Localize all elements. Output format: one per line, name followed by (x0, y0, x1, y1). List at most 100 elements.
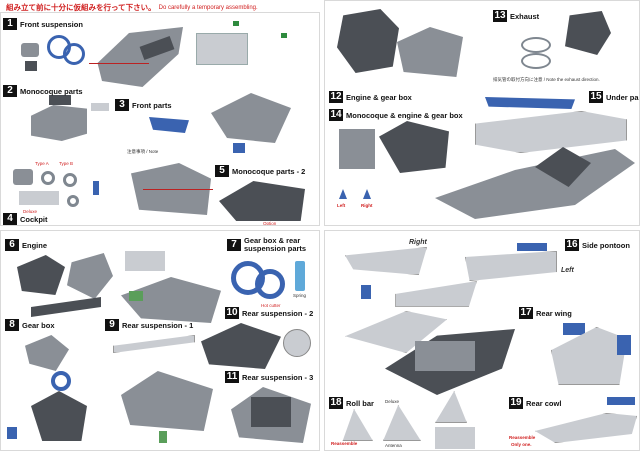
step-number: 19 (509, 397, 523, 409)
step-label: Rear suspension - 3 (242, 372, 314, 382)
green-spring (159, 431, 167, 443)
step-4-title: 4 Cockpit (3, 213, 48, 225)
right-fin (363, 189, 371, 199)
step-label: Front parts (132, 100, 172, 110)
english-note: Do carefully a temporary assembling. (158, 4, 258, 11)
steering-wheel (41, 171, 55, 185)
step-label: Gear box & rear suspension parts (244, 236, 307, 253)
step-5-title: 5 Monocoque parts - 2 (215, 165, 305, 177)
type-a-callout: Type A (35, 161, 49, 166)
gearbox-with-suspension (201, 323, 281, 369)
step-label: Under panel (606, 92, 639, 102)
cockpit-panel (49, 95, 71, 105)
step-label: Monocoque parts (20, 86, 83, 96)
engine-half (67, 253, 113, 299)
blue-strip (607, 397, 635, 405)
step-number: 5 (215, 165, 229, 177)
type-b-callout: Type B (59, 161, 74, 166)
step-13-title: 13 Exhaust (493, 10, 539, 22)
part-tag (281, 33, 287, 38)
page-bottom-right: 16 Side pontoon Right Left 17 Rear wing … (324, 230, 640, 451)
roll-bar (342, 409, 373, 441)
pontoon-panel (395, 281, 477, 307)
step-label: Roll bar (346, 398, 374, 408)
step-number: 4 (3, 213, 17, 225)
step-11-title: 11 Rear suspension - 3 (225, 371, 313, 383)
page-top-right: 12 Engine & gear box 13 Exhaust 排気管の取付方向… (324, 0, 640, 226)
step-label: Rear suspension - 1 (122, 320, 194, 330)
step-number: 9 (105, 319, 119, 331)
left-callout: Left (561, 267, 574, 274)
small-part (91, 103, 109, 111)
rear-suspension-assembled (121, 371, 213, 431)
step-14-title: 14 Monocoque & engine & gear box (329, 109, 463, 121)
right-small-callout: Right (361, 203, 373, 208)
green-part (129, 291, 143, 301)
step-label: Monocoque parts - 2 (232, 166, 306, 176)
left-fin (339, 189, 347, 199)
step-label: Front suspension (20, 19, 83, 29)
step-number: 16 (565, 239, 579, 251)
step-label: Rear wing (536, 308, 572, 318)
step-label: Rear suspension - 2 (242, 308, 314, 318)
side-pontoon-right (345, 247, 427, 275)
front-wing-plate (149, 117, 189, 133)
step-number: 1 (3, 18, 17, 30)
monocoque-tub (31, 105, 87, 141)
step-number: 6 (5, 239, 19, 251)
step-16-title: 16 Side pontoon (565, 239, 630, 251)
step-number: 18 (329, 397, 343, 409)
step-label: Engine & gear box (346, 92, 412, 102)
blue-part (7, 427, 17, 439)
step-3-note: 注意事項 / Note (127, 149, 159, 154)
gearbox-part (397, 27, 463, 77)
exhaust-pipe (521, 37, 551, 53)
seat-part (13, 169, 33, 185)
engine-exhaust-block (565, 11, 611, 55)
blue-pedal (93, 181, 99, 195)
exhaust-note: 排気管の取付方向に注意 / Note the exhaust direction… (493, 77, 600, 82)
step-18-title: 18 Roll bar (329, 397, 374, 409)
dash-panel (19, 191, 59, 205)
step-number: 17 (519, 307, 533, 319)
blue-strip (517, 243, 547, 251)
side-pontoon-left (465, 251, 557, 281)
part-tag (233, 21, 239, 26)
roll-bar-detail (435, 391, 467, 423)
engine-mounted (379, 121, 449, 173)
step-1-title: 1 Front suspension (3, 18, 83, 30)
step-number: 3 (115, 99, 129, 111)
step-number: 11 (225, 371, 239, 383)
suspension-arm (113, 335, 195, 353)
hot-cutter-callout: Hot cutter (261, 303, 281, 308)
step-label: Monocoque & engine & gear box (346, 110, 463, 120)
step-15-title: 15 Under panel (589, 91, 639, 103)
spring-part (295, 261, 305, 291)
option-callout: Option (263, 221, 277, 226)
gearbox-core (251, 397, 291, 427)
step-number: 12 (329, 91, 343, 103)
rear-wing-end (617, 335, 631, 355)
hub-part (25, 61, 37, 71)
roll-bar-cover (435, 427, 475, 449)
step-3-title: 3 Front parts (115, 99, 172, 111)
step-number: 7 (227, 239, 241, 251)
step-label: Cockpit (20, 214, 48, 224)
step-number: 13 (493, 10, 507, 22)
engine-pipe (31, 297, 101, 317)
upright-part (21, 43, 39, 57)
header-note: 組み立て前に十分に仮組みを行って下さい。 Do carefully a temp… (6, 2, 258, 13)
only-one-callout: Only one. (511, 442, 532, 447)
step-label: Side pontoon (582, 240, 630, 250)
roll-bar (383, 405, 421, 441)
step-17-title: 17 Rear wing (519, 307, 572, 319)
guide-line (89, 63, 149, 64)
step-12-title: 12 Engine & gear box (329, 91, 412, 103)
damper-part (196, 33, 248, 65)
step-number: 15 (589, 91, 603, 103)
gearbox-seal (51, 371, 71, 391)
step-7-title: 7 Gear box & rear suspension parts (227, 237, 319, 253)
deluxe-callout: Deluxe (23, 209, 38, 214)
step-number: 14 (329, 109, 343, 121)
